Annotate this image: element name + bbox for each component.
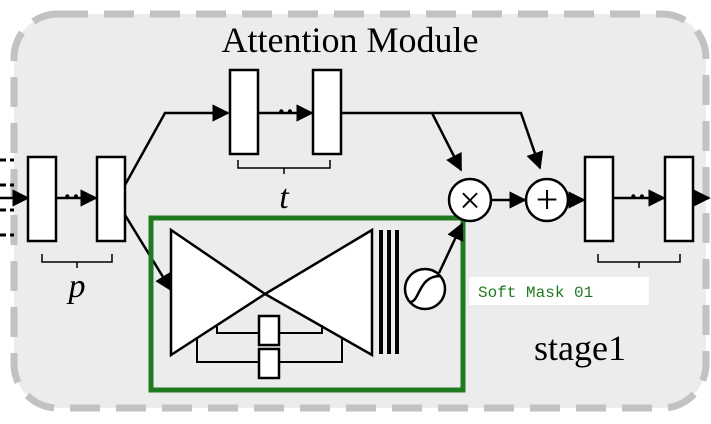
p-brace bbox=[41, 254, 113, 268]
hourglass-decoder bbox=[262, 227, 374, 358]
trunk-unit-last bbox=[311, 68, 343, 156]
post-unit-last bbox=[663, 155, 695, 243]
add-icon: + bbox=[536, 177, 559, 222]
trunk-unit-first bbox=[228, 68, 260, 156]
hourglass-encoder bbox=[169, 227, 268, 358]
post-brace bbox=[597, 254, 681, 268]
conv-bars bbox=[379, 230, 399, 354]
mask-branch-arrow bbox=[123, 214, 173, 292]
post-unit-first bbox=[583, 155, 615, 243]
sigmoid-icon bbox=[409, 274, 441, 304]
skip-unit-upper bbox=[257, 314, 281, 347]
skip-unit-lower bbox=[257, 347, 281, 380]
soft-mask-label: Soft Mask 01 bbox=[478, 284, 593, 302]
stage-label: stage1 bbox=[534, 328, 626, 368]
trunk-branch-arrow bbox=[123, 104, 230, 186]
trunk-unit-dots: ··· bbox=[277, 97, 303, 126]
soft-mask-label-bg bbox=[469, 277, 649, 305]
module-title: Attention Module bbox=[222, 20, 479, 60]
sigmoid-to-multiply-arrow bbox=[437, 222, 464, 274]
pre-unit-last bbox=[95, 155, 127, 243]
pre-unit-first bbox=[26, 155, 58, 243]
t-label: t bbox=[279, 179, 290, 216]
t-brace bbox=[237, 160, 331, 174]
pre-unit-dots: ··· bbox=[63, 182, 89, 211]
trunk-to-add-arrow bbox=[432, 111, 544, 170]
input-dashed-lines bbox=[0, 158, 14, 237]
p-label: p bbox=[67, 268, 86, 305]
multiply-icon: × bbox=[459, 180, 480, 222]
post-unit-dots: ··· bbox=[629, 182, 655, 211]
mask-branch-box bbox=[148, 215, 466, 393]
